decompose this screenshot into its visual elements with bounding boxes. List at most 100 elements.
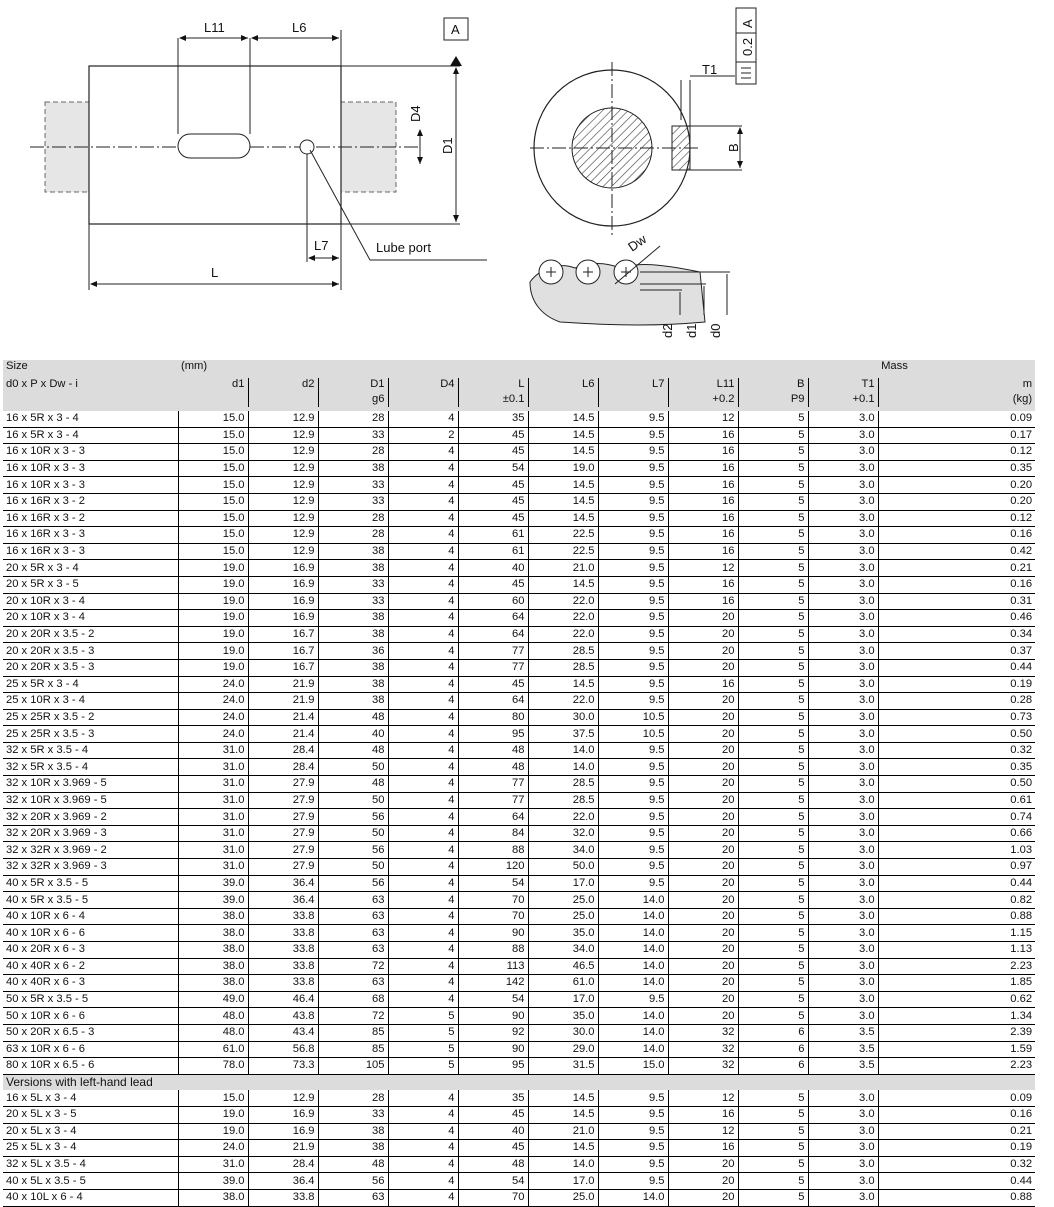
size-cell: 32 x 32R x 3.969 - 2	[3, 841, 179, 860]
value-cell: 33.8	[248, 1189, 319, 1207]
value-cell: 38	[318, 609, 389, 627]
value-cell: 9.5	[598, 758, 669, 777]
value-cell: 5	[738, 858, 809, 876]
value-cell: 21.4	[248, 709, 319, 727]
column-header-l11: L11+0.2	[668, 378, 739, 407]
value-cell: 3.0	[808, 808, 879, 826]
value-cell: 3.0	[808, 1189, 879, 1207]
value-cell: 21.9	[248, 676, 319, 694]
label-l7: L7	[314, 238, 328, 253]
value-cell: 5	[738, 875, 809, 893]
size-cell: 32 x 5R x 3.5 - 4	[3, 758, 179, 777]
value-cell: 4	[388, 510, 459, 528]
column-tolerance: (kg)	[1012, 393, 1033, 405]
value-cell: 60	[458, 593, 529, 611]
value-cell: 48	[458, 758, 529, 777]
value-cell: 5	[388, 1024, 459, 1042]
value-cell: 20	[668, 858, 739, 876]
value-cell: 5	[738, 941, 809, 959]
value-cell: 9.5	[598, 841, 669, 860]
value-cell: 31.0	[178, 775, 249, 793]
value-cell: 5	[738, 493, 809, 511]
size-cell: 50 x 5R x 3.5 - 5	[3, 991, 179, 1009]
value-cell: 3.0	[808, 958, 879, 976]
column-label: L11	[716, 378, 735, 390]
value-cell: 90	[458, 1041, 529, 1059]
value-cell: 72	[318, 958, 389, 976]
value-cell: 1.59	[878, 1041, 1036, 1059]
value-cell: 4	[388, 493, 459, 511]
value-cell: 15.0	[178, 427, 249, 445]
value-cell: 17.0	[528, 991, 599, 1009]
value-cell: 0.73	[878, 709, 1036, 727]
value-cell: 15.0	[178, 411, 249, 428]
size-cell: 40 x 40R x 6 - 3	[3, 974, 179, 992]
column-label: L	[518, 378, 525, 390]
column-tolerance	[181, 393, 245, 407]
value-cell: 5	[738, 808, 809, 826]
value-cell: 3.0	[808, 1172, 879, 1190]
value-cell: 9.5	[598, 543, 669, 561]
value-cell: 19.0	[178, 659, 249, 677]
value-cell: 5	[738, 991, 809, 1009]
size-cell: 20 x 20R x 3.5 - 2	[3, 626, 179, 644]
value-cell: 4	[388, 891, 459, 909]
value-cell: 20	[668, 692, 739, 710]
value-cell: 61	[458, 543, 529, 561]
size-cell: 40 x 10R x 6 - 4	[3, 908, 179, 926]
value-cell: 4	[388, 626, 459, 644]
value-cell: 0.82	[878, 891, 1036, 909]
value-cell: 39.0	[178, 891, 249, 909]
value-cell: 5	[738, 593, 809, 611]
value-cell: 5	[738, 411, 809, 428]
value-cell: 4	[388, 1156, 459, 1174]
value-cell: 28	[318, 526, 389, 544]
value-cell: 0.28	[878, 692, 1036, 710]
value-cell: 14.0	[598, 1041, 669, 1059]
value-cell: 32.0	[528, 825, 599, 843]
value-cell: 0.46	[878, 609, 1036, 627]
value-cell: 0.44	[878, 659, 1036, 677]
size-cell: 20 x 10R x 3 - 4	[3, 609, 179, 627]
value-cell: 20	[668, 758, 739, 777]
value-cell: 2.23	[878, 1057, 1036, 1075]
value-cell: 48	[318, 709, 389, 727]
value-cell: 16.9	[248, 609, 319, 627]
value-cell: 12	[668, 1123, 739, 1141]
value-cell: 31.0	[178, 841, 249, 860]
size-cell: 32 x 10R x 3.969 - 5	[3, 775, 179, 793]
value-cell: 24.0	[178, 725, 249, 743]
value-cell: 9.5	[598, 1156, 669, 1174]
value-cell: 4	[388, 725, 459, 743]
value-cell: 28.4	[248, 1156, 319, 1174]
value-cell: 14.5	[528, 676, 599, 694]
value-cell: 50	[318, 858, 389, 876]
label-d2: d2	[660, 324, 675, 338]
value-cell: 20	[668, 941, 739, 959]
value-cell: 14.5	[528, 1106, 599, 1124]
value-cell: 22.0	[528, 692, 599, 710]
value-cell: 5	[738, 775, 809, 793]
value-cell: 49.0	[178, 991, 249, 1009]
value-cell: 78.0	[178, 1057, 249, 1075]
value-cell: 12.9	[248, 526, 319, 544]
value-cell: 88	[458, 841, 529, 860]
value-cell: 3.0	[808, 709, 879, 727]
value-cell: 9.5	[598, 493, 669, 511]
value-cell: 5	[738, 510, 809, 528]
value-cell: 19.0	[178, 593, 249, 611]
value-cell: 9.5	[598, 1106, 669, 1124]
value-cell: 19.0	[178, 642, 249, 660]
value-cell: 15.0	[178, 476, 249, 494]
value-cell: 3.0	[808, 1156, 879, 1174]
size-cell: 20 x 20R x 3.5 - 3	[3, 642, 179, 660]
value-cell: 43.4	[248, 1024, 319, 1042]
